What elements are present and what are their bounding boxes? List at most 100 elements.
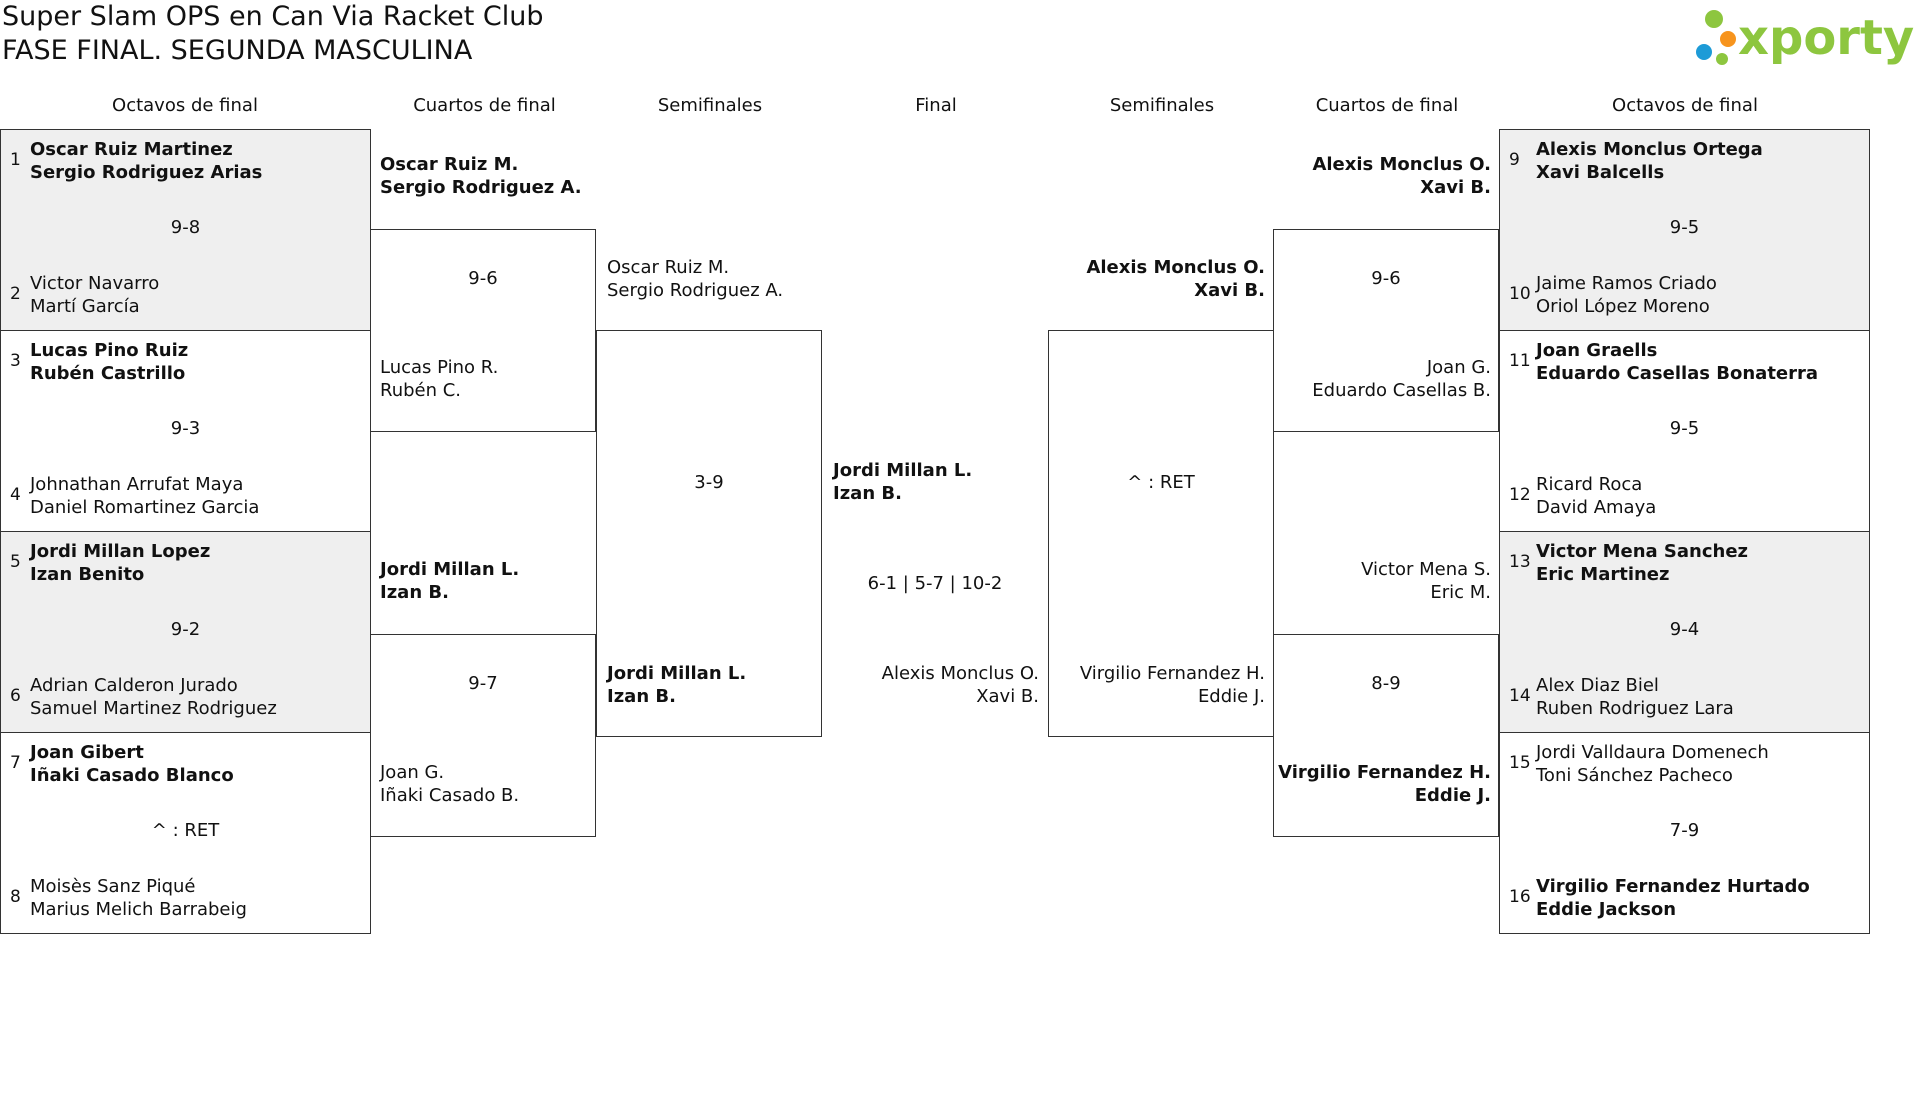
round-header: Octavos de final [1612, 95, 1758, 116]
seed-number: 9 [1509, 150, 1520, 170]
match-score: ^ : RET [151, 820, 220, 841]
match-box [1499, 732, 1870, 934]
team-player-name: Iñaki Casado B. [380, 785, 520, 806]
seed-number: 5 [10, 552, 21, 572]
team-player-name: Eric Martinez [1536, 564, 1670, 585]
team-player-name: Adrian Calderon Jurado [30, 675, 238, 696]
tournament-title: Super Slam OPS en Can Via Racket Club [2, 1, 544, 32]
team-player-name: Victor Navarro [30, 273, 160, 294]
seed-number: 6 [10, 686, 21, 706]
team-player-name: Jordi Millan L. [607, 663, 747, 684]
match-score: 9-6 [468, 268, 498, 289]
team-player-name: Martí García [30, 296, 140, 317]
team-player-name: Izan B. [833, 483, 902, 504]
team-player-name: Eddie J. [1197, 686, 1265, 707]
team-player-name: Sergio Rodriguez A. [380, 177, 582, 198]
team-player-name: Alex Diaz Biel [1536, 675, 1659, 696]
seed-number: 1 [10, 150, 21, 170]
team-player-name: Jordi Valldaura Domenech [1536, 742, 1769, 763]
team-player-name: Oriol López Moreno [1536, 296, 1710, 317]
team-player-name: Sergio Rodriguez A. [607, 280, 784, 301]
match-box [370, 229, 596, 432]
team-player-name: Johnathan Arrufat Maya [30, 474, 244, 495]
match-score: 9-8 [170, 217, 201, 238]
match-box [0, 129, 371, 331]
team-player-name: Rubén Castrillo [30, 363, 186, 384]
match-box [596, 330, 822, 737]
seed-number: 7 [10, 753, 21, 773]
team-player-name: Alexis Monclus O. [1312, 154, 1491, 175]
match-score: 9-2 [170, 619, 201, 640]
seed-number: 12 [1509, 485, 1531, 505]
match-box [370, 634, 596, 837]
seed-number: 14 [1509, 686, 1531, 706]
seed-number: 15 [1509, 753, 1531, 773]
round-header: Semifinales [1109, 95, 1215, 116]
match-score: 9-5 [1669, 418, 1700, 439]
seed-number: 16 [1509, 887, 1531, 907]
match-box [1499, 531, 1870, 733]
seed-number: 4 [10, 485, 21, 505]
team-player-name: Izan Benito [30, 564, 145, 585]
team-player-name: Xavi B. [1420, 177, 1491, 198]
logo-dot [1720, 31, 1736, 47]
team-player-name: Rubén C. [380, 380, 462, 401]
team-player-name: Victor Mena Sanchez [1536, 541, 1749, 562]
round-header: Cuartos de final [413, 95, 556, 116]
team-player-name: Virgilio Fernandez Hurtado [1536, 876, 1810, 897]
team-player-name: Joan G. [1426, 357, 1491, 378]
team-player-name: Eduardo Casellas Bonaterra [1536, 363, 1819, 384]
team-player-name: Eddie J. [1414, 785, 1491, 806]
tournament-subtitle: FASE FINAL. SEGUNDA MASCULINA [2, 35, 473, 66]
team-player-name: Xavi B. [976, 686, 1039, 707]
team-player-name: Marius Melich Barrabeig [30, 899, 247, 920]
team-player-name: David Amaya [1536, 497, 1657, 518]
match-score: 9-6 [1371, 268, 1401, 289]
team-player-name: Eduardo Casellas B. [1312, 380, 1491, 401]
team-player-name: Sergio Rodriguez Arias [30, 162, 263, 183]
team-player-name: Xavi B. [1194, 280, 1265, 301]
team-player-name: Iñaki Casado Blanco [30, 765, 234, 786]
team-player-name: Jordi Millan Lopez [30, 541, 211, 562]
team-player-name: Alexis Monclus Ortega [1536, 139, 1763, 160]
team-player-name: Joan Graells [1536, 340, 1658, 361]
match-score: ^ : RET [1127, 472, 1195, 493]
team-player-name: Alexis Monclus O. [1086, 257, 1265, 278]
round-header: Final [915, 95, 957, 116]
team-player-name: Jordi Millan L. [380, 559, 520, 580]
match-box [1048, 330, 1274, 737]
match-score: 9-3 [170, 418, 201, 439]
seed-number: 10 [1509, 284, 1531, 304]
team-player-name: Lucas Pino Ruiz [30, 340, 189, 361]
logo-text: xporty [1738, 10, 1914, 66]
team-player-name: Eddie Jackson [1536, 899, 1677, 920]
team-player-name: Toni Sánchez Pacheco [1536, 765, 1733, 786]
round-header: Cuartos de final [1315, 95, 1459, 116]
team-player-name: Daniel Romartinez Garcia [30, 497, 260, 518]
seed-number: 11 [1509, 351, 1531, 371]
team-player-name: Alexis Monclus O. [881, 663, 1039, 684]
team-player-name: Virgilio Fernandez H. [1278, 762, 1491, 783]
match-box [1499, 129, 1870, 331]
match-score: 8-9 [1371, 673, 1401, 694]
team-player-name: Oscar Ruiz M. [380, 154, 519, 175]
team-player-name: Victor Mena S. [1361, 559, 1491, 580]
round-header: Octavos de final [112, 95, 258, 116]
team-player-name: Joan Gibert [30, 742, 144, 763]
match-score: 9-5 [1669, 217, 1700, 238]
team-player-name: Izan B. [607, 686, 676, 707]
logo-dot [1716, 53, 1728, 65]
team-player-name: Samuel Martinez Rodriguez [30, 698, 277, 719]
seed-number: 13 [1509, 552, 1531, 572]
logo-dot [1696, 44, 1712, 60]
team-player-name: Virgilio Fernandez H. [1079, 663, 1265, 684]
team-player-name: Lucas Pino R. [380, 357, 499, 378]
seed-number: 8 [10, 887, 21, 907]
match-box [0, 531, 371, 733]
xporty-logo: xporty [1696, 10, 1914, 66]
team-player-name: Joan G. [380, 762, 445, 783]
match-score: 7-9 [1669, 820, 1700, 841]
match-score: 9-4 [1669, 619, 1700, 640]
team-player-name: Xavi Balcells [1536, 162, 1665, 183]
team-player-name: Oscar Ruiz Martinez [30, 139, 233, 160]
